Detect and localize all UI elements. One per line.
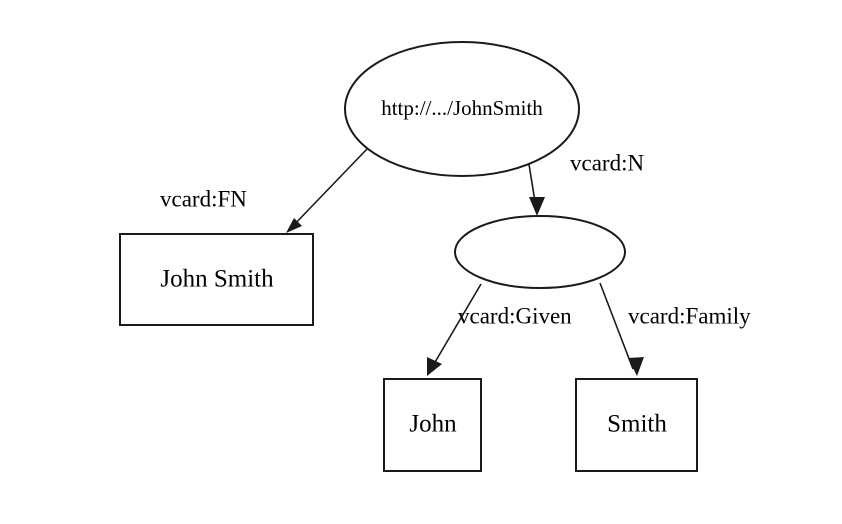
arrow-head-vcard-n [529,197,545,216]
node-label-literal-family: Smith [607,411,667,438]
node-literal-family[interactable]: Smith [575,378,698,472]
ellipse-subject-uri [344,41,580,177]
rect-literal-family [575,378,698,472]
edge-vcard-n[interactable]: vcard:N [527,150,644,216]
arrow-head-vcard-given [427,357,442,376]
arrow-head-vcard-fn [286,218,302,233]
edge-vcard-fn[interactable]: vcard:FN [160,148,368,233]
node-literal-fullname[interactable]: John Smith [119,233,314,326]
edge-line-vcard-given [430,283,482,370]
edge-vcard-family[interactable]: vcard:Family [599,282,751,376]
rect-literal-given [383,378,482,472]
edge-line-vcard-family [599,282,634,370]
edge-label-vcard-n: vcard:N [570,150,644,175]
edge-vcard-given[interactable]: vcard:Given [427,283,572,376]
rect-literal-fullname [119,233,314,326]
edge-label-vcard-fn: vcard:FN [160,186,247,211]
edge-line-vcard-fn [289,148,368,230]
node-subject-uri[interactable]: http://.../JohnSmith [344,41,580,177]
node-label-subject-uri: http://.../JohnSmith [381,96,543,120]
node-blank[interactable] [454,215,626,289]
ellipse-blank-node [454,215,626,289]
node-literal-given[interactable]: John [383,378,482,472]
node-label-literal-fullname: John Smith [160,266,274,293]
node-label-literal-given: John [409,411,457,438]
edge-label-vcard-given: vcard:Given [458,303,572,328]
edge-label-vcard-family: vcard:Family [628,303,751,328]
arrow-head-vcard-family [628,357,644,376]
